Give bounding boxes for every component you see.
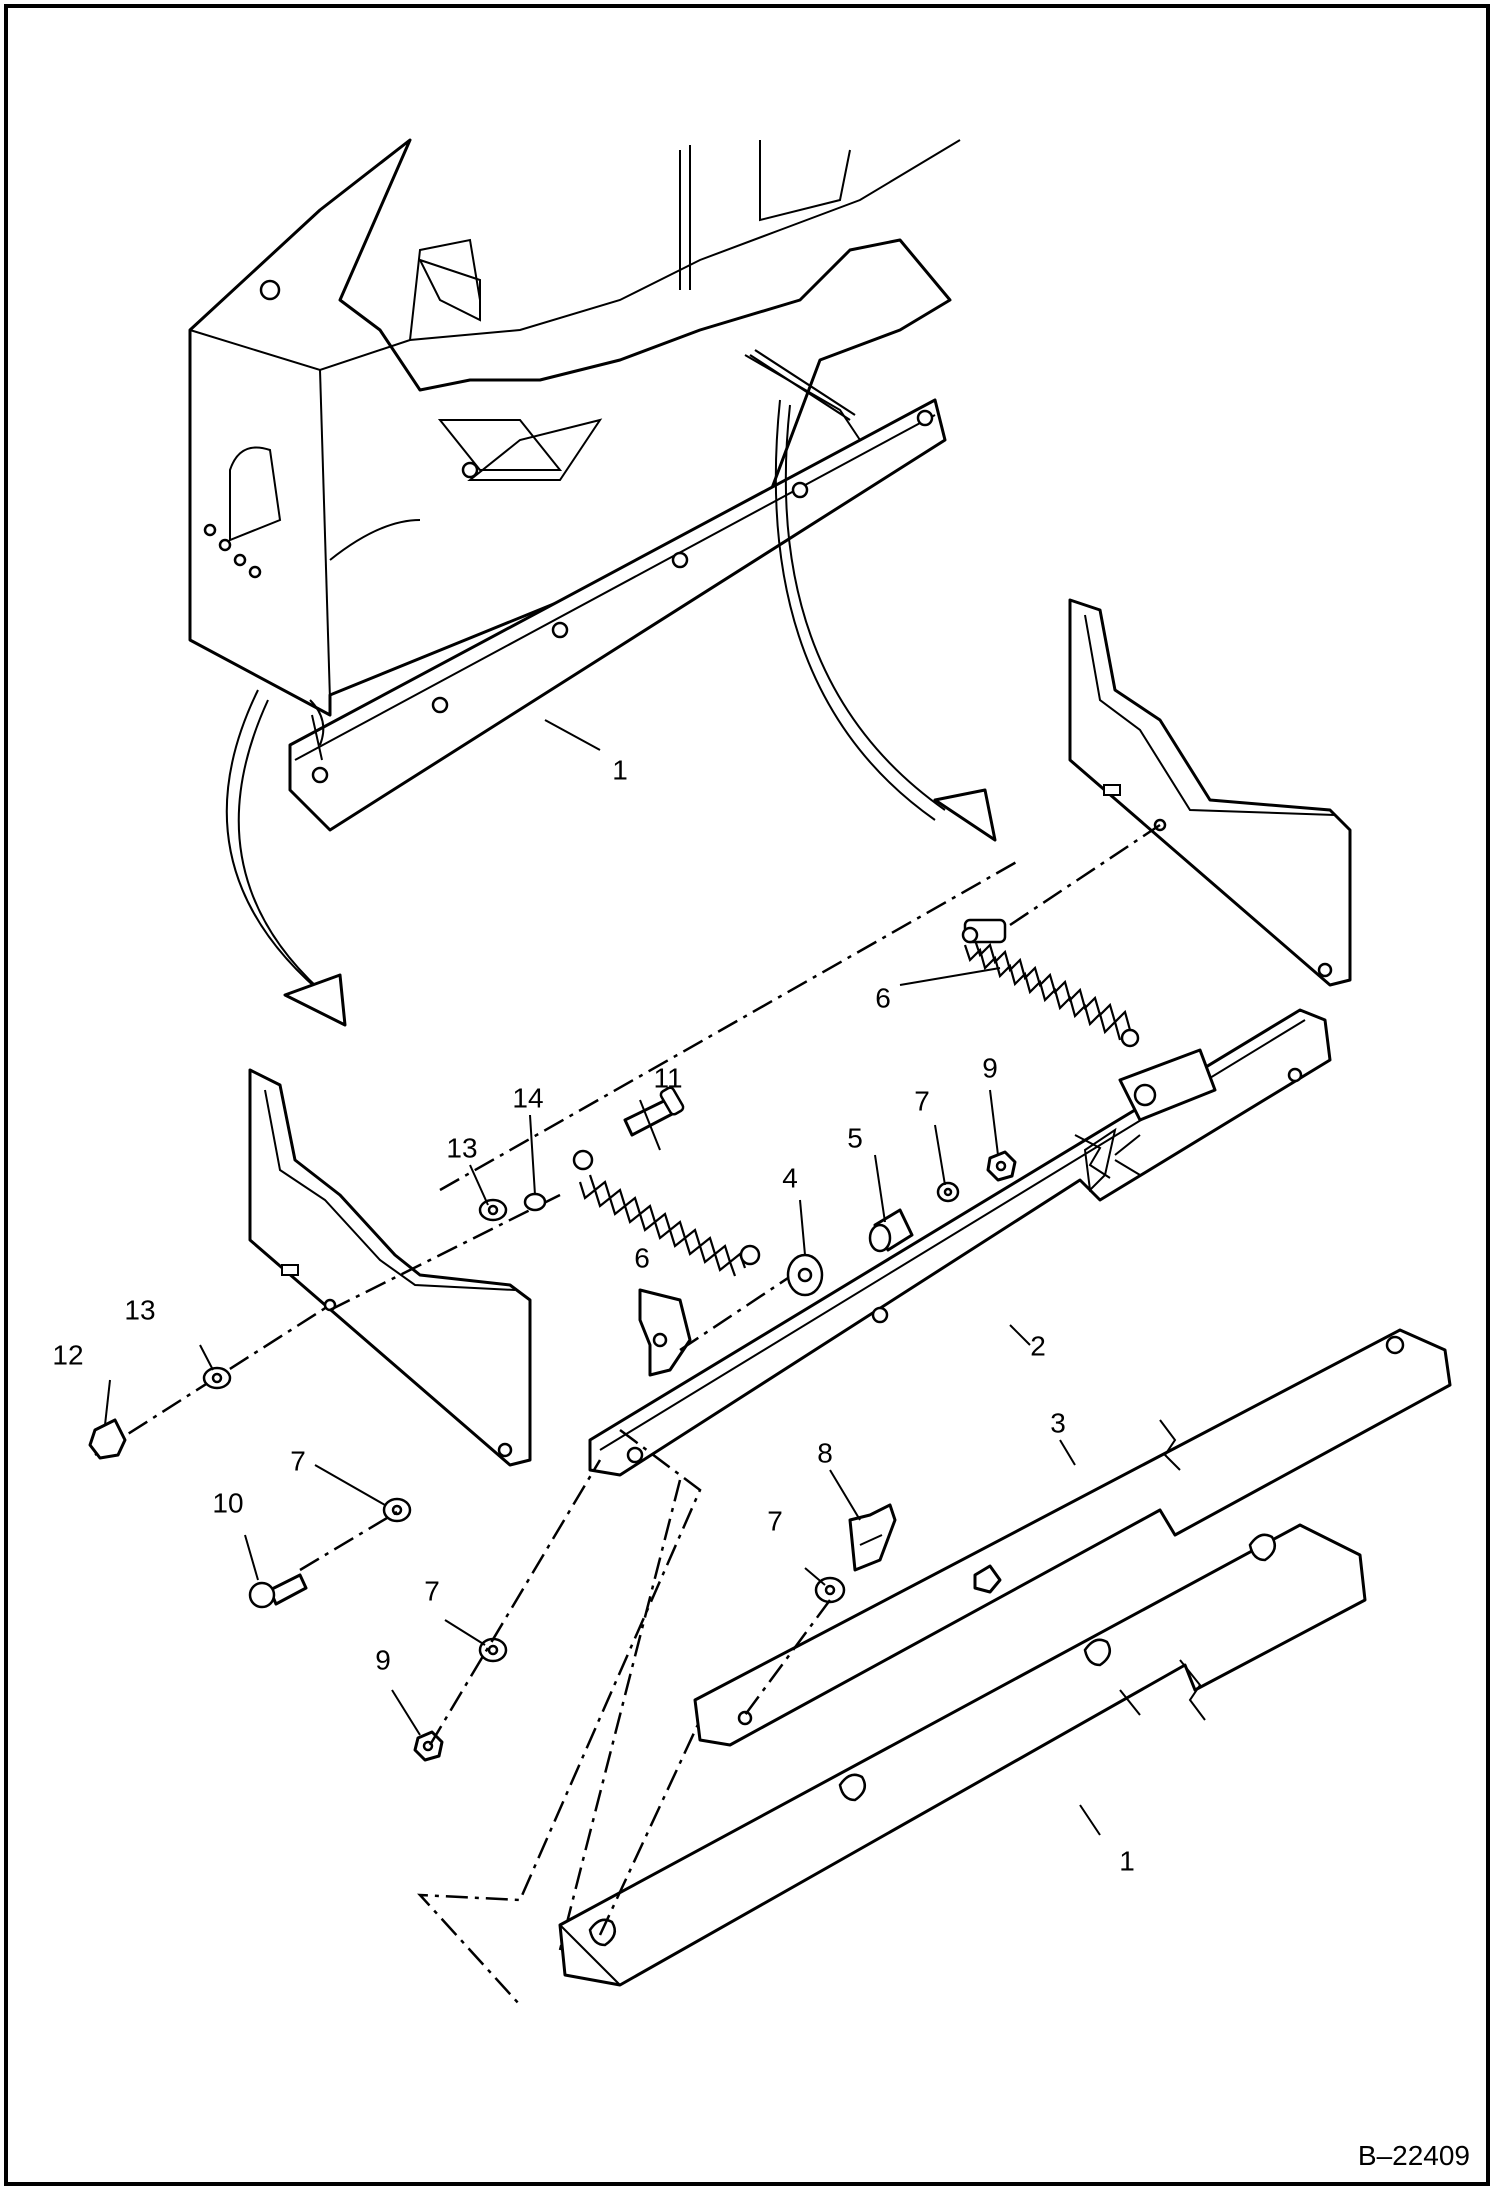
callout-6-left: 6: [634, 1242, 650, 1273]
drawing-number: B–22409: [1357, 2140, 1470, 2171]
callout-8: 8: [817, 1437, 833, 1468]
right-spring-assembly: [961, 823, 1161, 1048]
callout-1-bottom: 1: [1119, 1845, 1135, 1876]
left-spring-assembly: [572, 1149, 761, 1277]
callout-3: 3: [1050, 1407, 1066, 1438]
callout-9-lower: 9: [375, 1644, 391, 1675]
callout-9-right: 9: [982, 1052, 998, 1083]
callout-5: 5: [847, 1122, 863, 1153]
callout-13-upper: 13: [446, 1132, 477, 1163]
drawing-border: [4, 4, 1490, 2186]
callout-10: 10: [212, 1487, 243, 1518]
callout-12: 12: [52, 1339, 83, 1370]
break-symbols: [1074, 1134, 1206, 1721]
dashed-assembly-guide: [417, 1429, 702, 2006]
callout-7-left: 7: [290, 1445, 306, 1476]
part-3-strip: [693, 1328, 1452, 1747]
callout-7-bolt: 7: [767, 1505, 783, 1536]
callout-13-lower: 13: [124, 1294, 155, 1325]
callout-leaders: [104, 719, 1101, 1836]
part-8-bolt: [743, 1503, 897, 1716]
callout-6-right: 6: [875, 982, 891, 1013]
callout-1-top: 1: [612, 754, 628, 785]
right-side-bracket: [1068, 598, 1352, 987]
left-hardware-stack: [88, 858, 1021, 1762]
callout-7-right: 7: [914, 1085, 930, 1116]
part-1-top-strip: [288, 398, 947, 832]
machine-frame: [188, 138, 961, 717]
callout-14: 14: [512, 1082, 543, 1113]
arrow-right: [774, 399, 997, 842]
left-side-bracket: [248, 1068, 532, 1467]
arrow-left: [225, 689, 347, 1027]
callout-4: 4: [782, 1162, 798, 1193]
callout-11: 11: [653, 1062, 682, 1093]
part-1-bottom-edge: [558, 1523, 1367, 1987]
part-2-plate: [588, 1008, 1332, 1477]
callout-7-lower: 7: [424, 1575, 440, 1606]
callout-2: 2: [1030, 1330, 1046, 1361]
